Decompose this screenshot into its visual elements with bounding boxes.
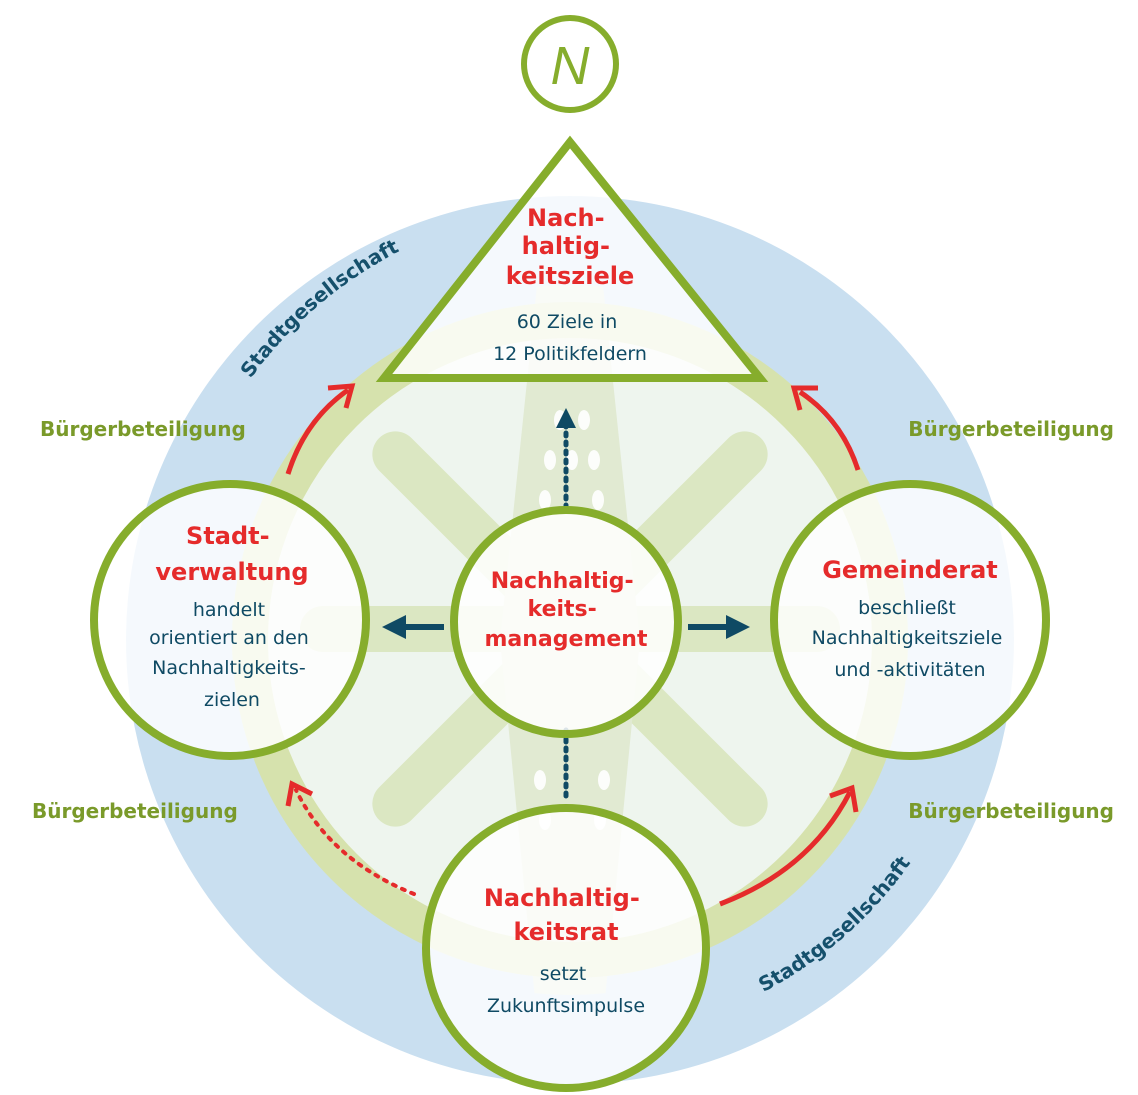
arrow-nachhaltigkeitsrat-to-verwaltung-head bbox=[285, 780, 314, 807]
participation-bottom-left: Bürgerbeteiligung bbox=[32, 799, 238, 823]
management-title: Nachhaltig- keits- management bbox=[485, 569, 648, 652]
compass-letter: N bbox=[551, 36, 591, 96]
compass-circle bbox=[521, 15, 619, 113]
arrow-nachhaltigkeitsrat-to-verwaltung bbox=[294, 788, 416, 896]
administration-title: Stadt- verwaltung bbox=[155, 522, 308, 586]
goals-title: Nach- haltig- keitsziele bbox=[506, 204, 635, 290]
council-circle bbox=[770, 480, 1050, 760]
goals-triangle bbox=[375, 135, 769, 382]
arrow-rat-to-ziele-head bbox=[790, 385, 818, 411]
management-circle bbox=[450, 506, 682, 738]
participation-top-right: Bürgerbeteiligung bbox=[908, 417, 1114, 441]
council-title: Gemeinderat bbox=[822, 556, 998, 584]
sustainability-council-subtitle: setzt Zukunftsimpulse bbox=[487, 963, 645, 1017]
arrow-nachhaltigkeitsrat-to-gemeinderat-head bbox=[829, 784, 859, 813]
participation-bottom-right: Bürgerbeteiligung bbox=[908, 799, 1114, 823]
sustainability-council-circle bbox=[422, 804, 710, 1092]
arrow-nachhaltigkeitsrat-to-gemeinderat bbox=[719, 790, 853, 907]
participation-top-left: Bürgerbeteiligung bbox=[40, 417, 246, 441]
goals-subtitle: 60 Ziele in 12 Politikfeldern bbox=[493, 311, 647, 365]
administration-circle bbox=[90, 480, 370, 760]
council-subtitle: beschließt Nachhaltigkeitsziele und -akt… bbox=[812, 597, 1009, 681]
arrow-verwaltung-to-ziele bbox=[285, 387, 350, 475]
administration-subtitle: handelt orientiert an den Nachhaltigkeit… bbox=[149, 599, 315, 711]
arrow-verwaltung-to-ziele-head bbox=[327, 383, 356, 409]
arrow-rat-to-ziele bbox=[798, 389, 861, 471]
sustainability-council-title: Nachhaltig- keitsrat bbox=[484, 884, 648, 946]
